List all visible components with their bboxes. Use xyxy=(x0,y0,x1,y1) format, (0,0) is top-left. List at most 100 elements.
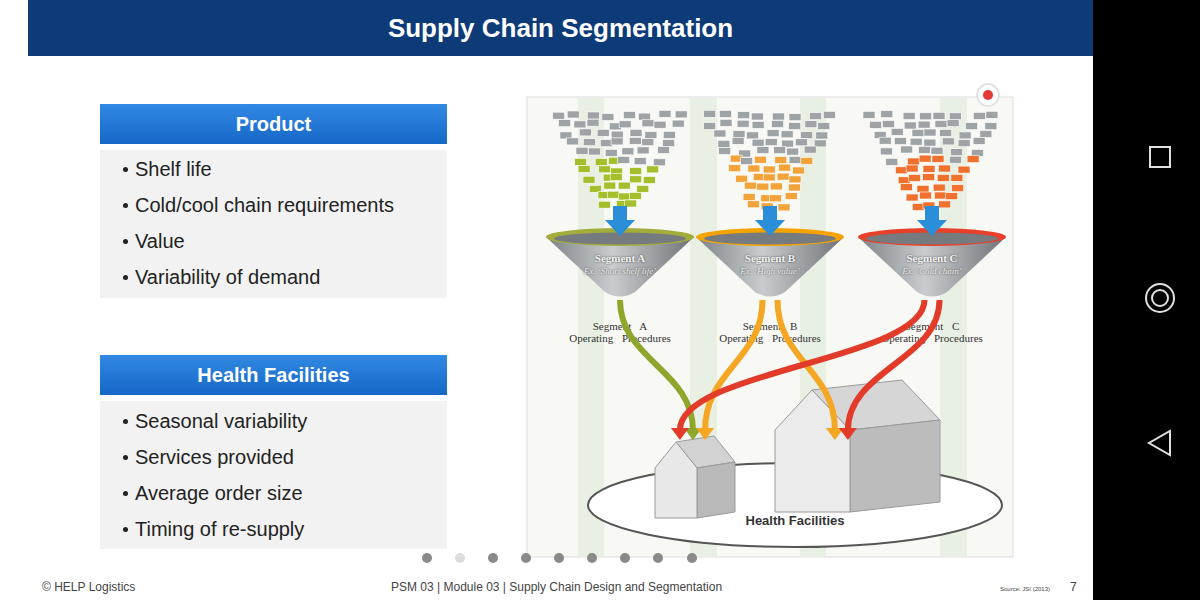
supply-block xyxy=(616,201,628,208)
supply-block xyxy=(946,193,958,200)
supply-block xyxy=(939,201,951,208)
supply-block xyxy=(754,156,766,163)
supply-block xyxy=(942,138,954,145)
supply-block xyxy=(933,184,945,191)
supply-block xyxy=(919,155,931,162)
supply-block xyxy=(603,174,615,181)
supply-block xyxy=(761,195,773,202)
supply-block xyxy=(763,174,775,181)
supply-block xyxy=(672,120,684,127)
supply-block xyxy=(910,138,922,145)
supply-block xyxy=(618,156,630,163)
supply-block xyxy=(774,147,786,154)
supply-block xyxy=(952,185,964,192)
supply-block xyxy=(732,137,744,144)
supply-block xyxy=(789,176,801,183)
supply-block xyxy=(793,167,805,174)
supply-block xyxy=(971,150,983,157)
supply-block xyxy=(765,139,777,146)
supply-block xyxy=(622,148,634,155)
supply-block xyxy=(874,132,886,139)
pagination xyxy=(422,553,697,563)
supply-block xyxy=(575,158,587,165)
supply-block xyxy=(951,174,963,181)
supply-block xyxy=(912,204,924,211)
supply-block xyxy=(949,113,961,120)
segment-example: Ex. ‘Cold chain’ xyxy=(857,266,1007,276)
supply-block xyxy=(714,130,726,137)
bullet-dot xyxy=(123,167,128,172)
supply-block xyxy=(748,165,760,172)
supply-block xyxy=(567,111,579,118)
supply-block xyxy=(782,140,794,147)
funnel-shape xyxy=(545,228,695,300)
supply-block xyxy=(595,158,607,165)
supply-block xyxy=(643,177,655,184)
supply-block xyxy=(611,168,623,175)
supply-block xyxy=(597,129,609,136)
segment-example: Ex. ‘High value’ xyxy=(695,266,845,276)
supply-block xyxy=(947,120,959,127)
supply-block xyxy=(951,149,963,156)
segment-name: Segment B xyxy=(695,252,845,264)
supply-block xyxy=(645,132,657,139)
supply-block xyxy=(559,120,571,127)
bullet-item: Services provided xyxy=(100,443,447,471)
segment-name: Segment A xyxy=(545,252,695,264)
supply-block xyxy=(909,174,921,181)
procedures-label: Segment A Operating Procedures xyxy=(568,320,673,344)
bullet-item: Timing of re-supply xyxy=(100,515,447,543)
bullet-text: Cold/cool chain requirements xyxy=(135,191,394,219)
supply-block xyxy=(583,139,595,146)
illustration-frame xyxy=(527,97,1013,557)
supply-block xyxy=(560,132,572,139)
supply-block xyxy=(752,139,764,146)
supply-block xyxy=(624,112,636,119)
attribute-panel: ProductShelf lifeCold/cool chain require… xyxy=(100,104,447,298)
bullet-dot xyxy=(123,203,128,208)
supply-block xyxy=(602,114,614,121)
supply-block xyxy=(663,132,675,139)
supply-block xyxy=(958,140,970,147)
supply-block xyxy=(935,192,947,199)
supply-block xyxy=(973,112,985,119)
supply-block xyxy=(600,140,612,147)
supply-block xyxy=(604,182,616,189)
bullet-dot xyxy=(123,239,128,244)
nav-bar xyxy=(1093,0,1200,600)
supply-block xyxy=(906,165,918,172)
supply-block xyxy=(985,123,997,130)
arrow-head xyxy=(826,428,844,440)
supply-block xyxy=(629,192,641,199)
supply-block xyxy=(747,201,759,208)
supply-block xyxy=(966,123,978,130)
bullet-list: Seasonal variabilityServices providedAve… xyxy=(100,401,447,549)
supply-block xyxy=(781,131,793,138)
supply-block xyxy=(788,184,800,191)
supply-block xyxy=(704,123,716,130)
supply-block xyxy=(574,121,586,128)
supply-block xyxy=(654,121,666,128)
footer-label: Source: JSI (2013) xyxy=(1000,586,1050,592)
supply-block xyxy=(980,131,992,138)
flow-line xyxy=(680,300,925,430)
supply-block xyxy=(611,131,623,138)
supply-block xyxy=(583,176,595,183)
supply-block xyxy=(787,148,799,155)
facilities-illustration xyxy=(585,440,1005,550)
supply-block xyxy=(751,113,763,120)
bullet-item: Seasonal variability xyxy=(100,407,447,435)
segment-name: Segment C xyxy=(857,252,1007,264)
supply-block xyxy=(924,129,936,136)
bullet-text: Shelf life xyxy=(135,155,212,183)
bullet-item: Shelf life xyxy=(100,155,447,183)
procedures-label: Segment B Operating Procedures xyxy=(718,320,823,344)
supply-block xyxy=(598,192,610,199)
supply-block xyxy=(704,110,716,117)
supply-block xyxy=(778,204,790,211)
supply-block xyxy=(769,195,781,202)
bullet-text: Seasonal variability xyxy=(135,407,307,435)
bullet-text: Services provided xyxy=(135,443,294,471)
flow-arrow xyxy=(671,300,925,440)
